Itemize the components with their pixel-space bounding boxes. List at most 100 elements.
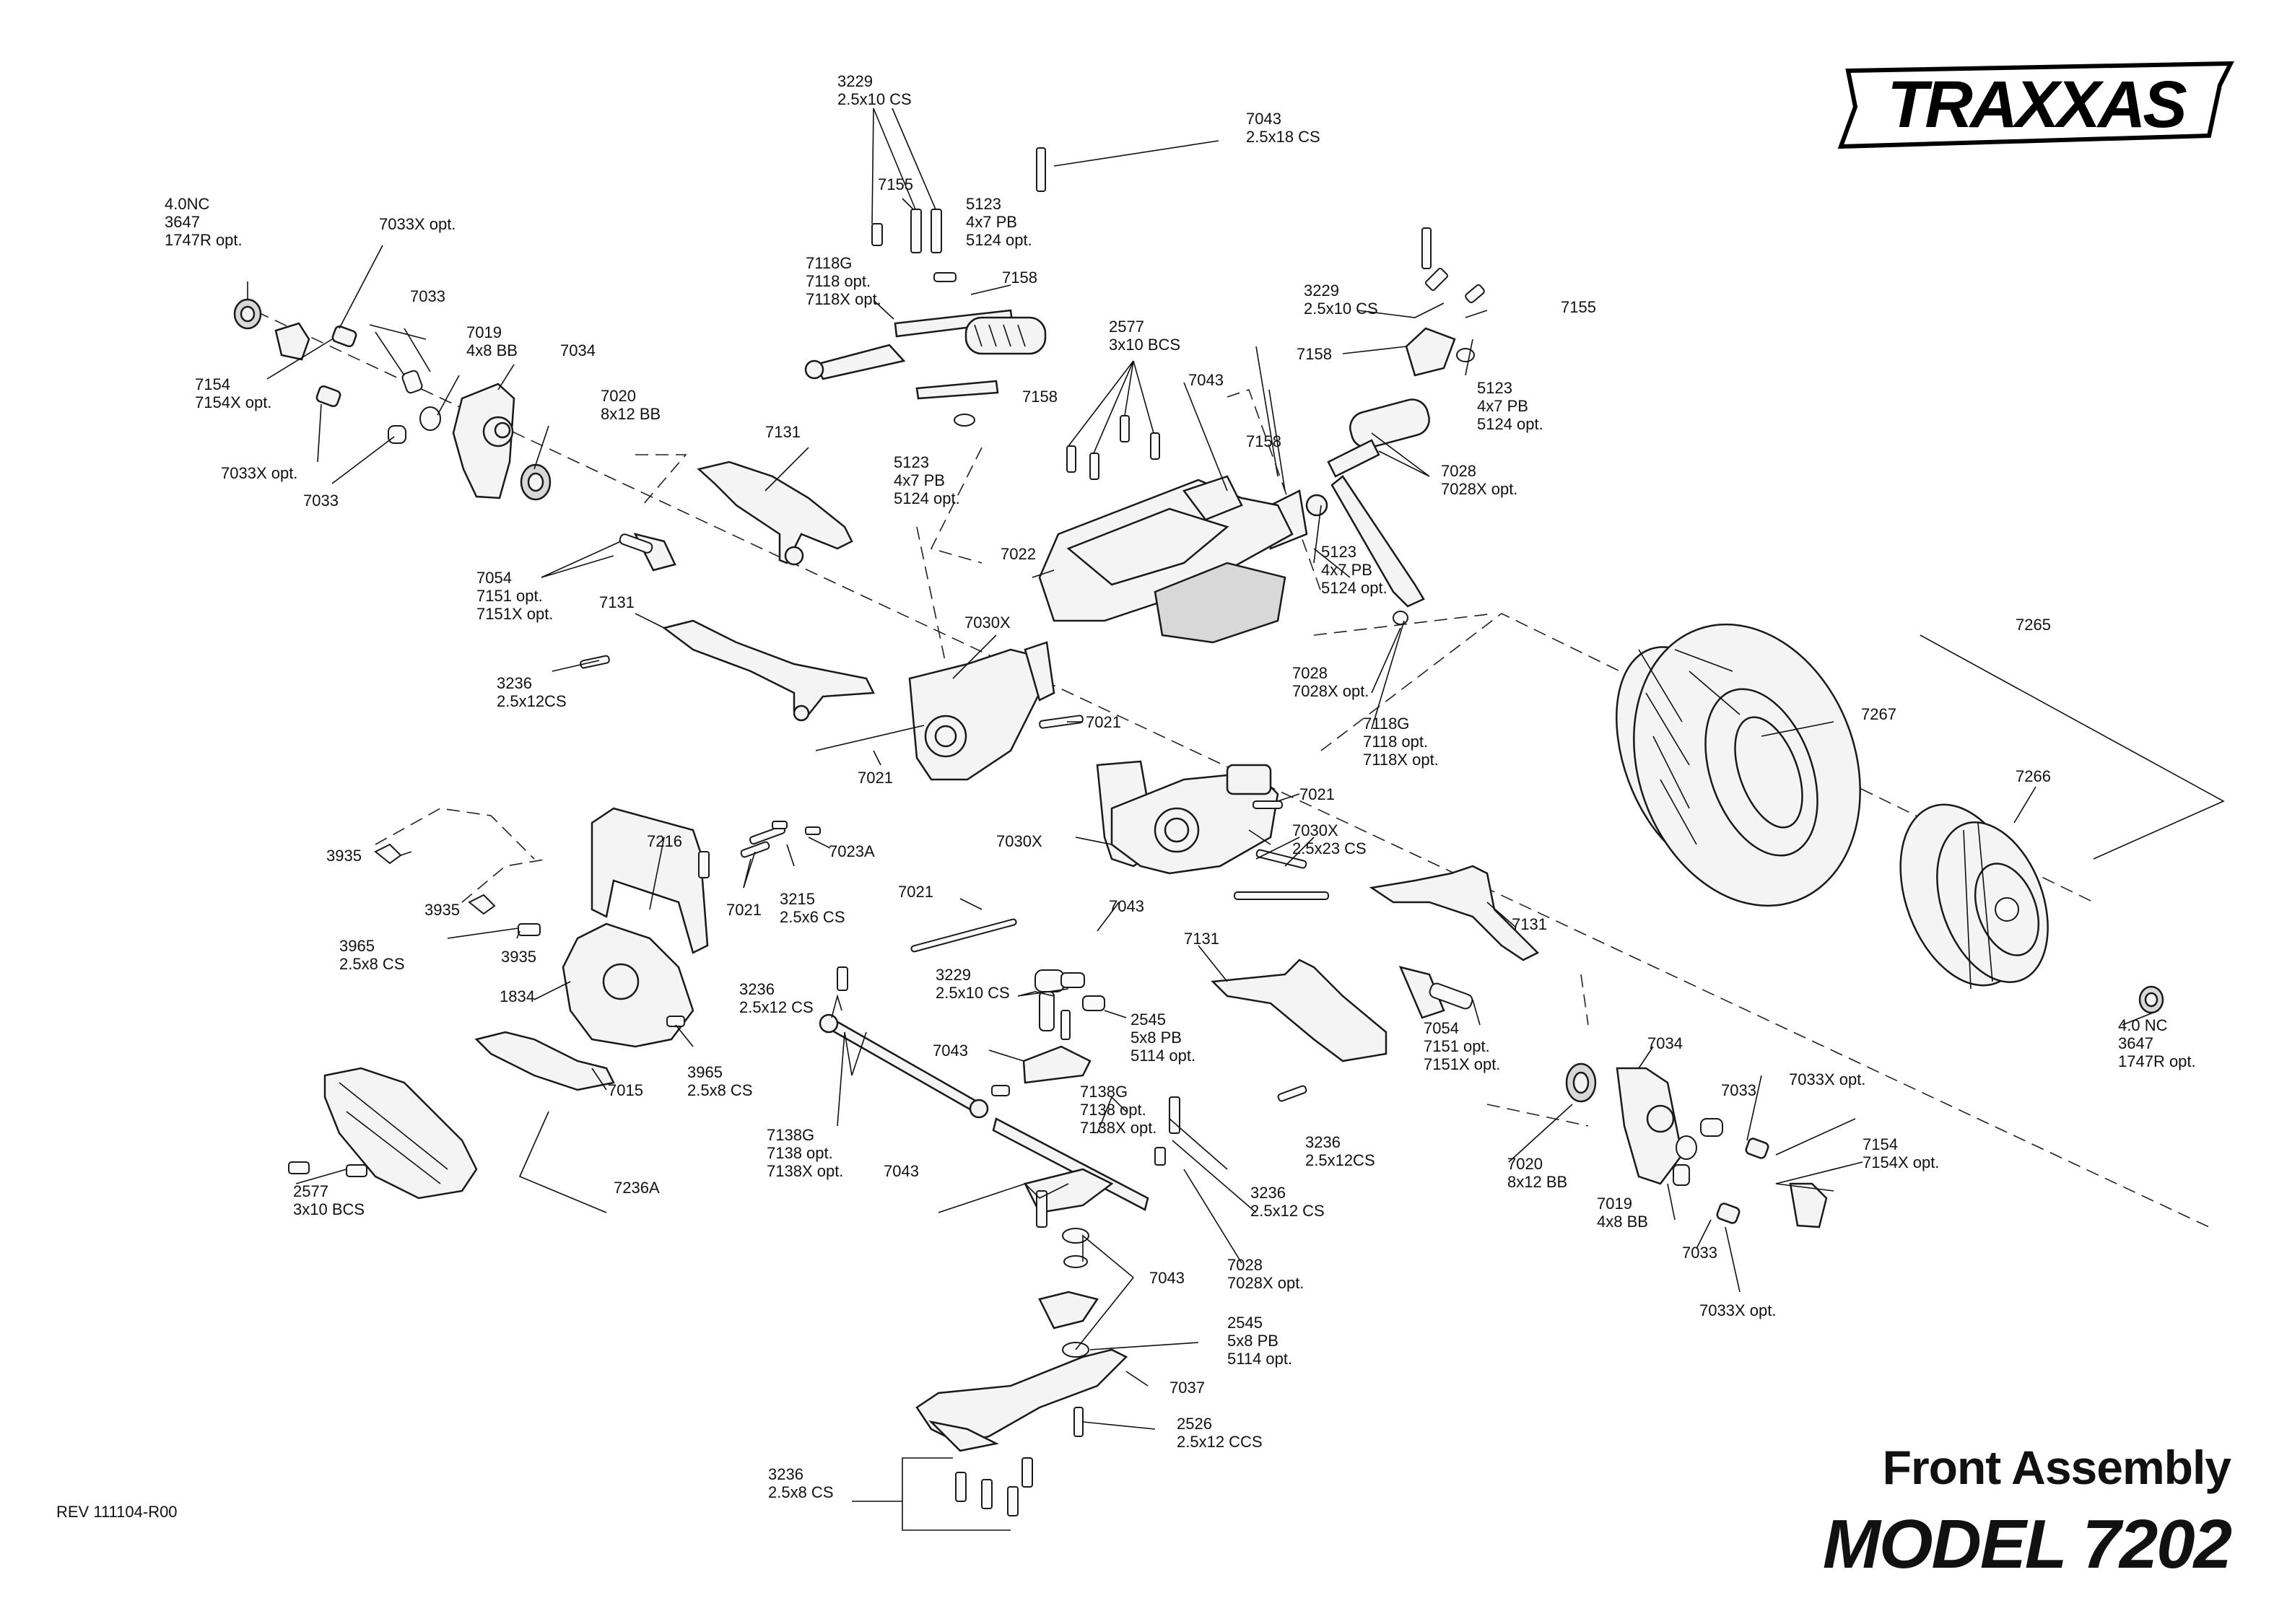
callout-line: 7033X opt.: [1789, 1070, 1865, 1088]
callout-line: 7021: [858, 769, 893, 787]
callout-line: 7033X opt.: [221, 464, 297, 482]
callout-line: 7216: [647, 832, 682, 850]
callout-line: 7037: [1169, 1379, 1205, 1397]
callout-line: 7033X opt.: [379, 215, 456, 233]
callout-line: 7030X: [964, 614, 1011, 632]
callout-7021-mid: 7021: [1299, 785, 1335, 803]
callout-7015: 7015: [608, 1081, 643, 1099]
page-title: Front Assembly: [1882, 1441, 2231, 1494]
callout-line: 5123: [1477, 379, 1512, 397]
callout-line: 5124 opt.: [966, 231, 1032, 249]
callout-line: 7021: [1299, 785, 1335, 803]
callout-7131-top: 7131: [765, 423, 801, 441]
traxxas-logo: TRAXXAS: [1837, 61, 2234, 149]
callout-line: 4x8 BB: [1597, 1213, 1648, 1231]
callout-line: 7020: [601, 387, 636, 405]
callout-line: 2545: [1131, 1010, 1166, 1029]
bumper-tower: [288, 807, 821, 1200]
callout-line: 7028X opt.: [1292, 682, 1369, 700]
callout-line: 7158: [1002, 269, 1037, 287]
callout-line: 7033: [303, 492, 339, 510]
callout-line: 2.5x18 CS: [1246, 128, 1320, 146]
callout-line: 7028: [1292, 664, 1328, 682]
callout-line: 7118X opt.: [1363, 751, 1439, 769]
callout-3935-mid: 3935: [424, 901, 460, 919]
callout-line: 2.5x8 CS: [768, 1483, 834, 1501]
callout-7158-right: 7158: [1297, 345, 1332, 363]
callout-line: 7043: [1188, 371, 1224, 389]
callout-7033x-right-bot: 7033X opt.: [1699, 1301, 1776, 1319]
callout-line: 2.5x12CS: [497, 692, 567, 710]
callout-line: 7155: [878, 175, 913, 193]
callout-line: 5123: [1321, 543, 1356, 561]
callout-line: 8x12 BB: [1507, 1173, 1567, 1191]
callout-line: 3965: [339, 937, 375, 955]
callout-line: 7034: [560, 341, 596, 359]
dashed-guides: [238, 302, 2210, 1228]
callout-7043-mid: 7043: [1188, 371, 1224, 389]
callout-7034-right: 7034: [1647, 1034, 1683, 1052]
callout-line: 7033: [410, 287, 445, 305]
callout-line: 7028X opt.: [1227, 1274, 1304, 1292]
callout-line: 7033X opt.: [1699, 1301, 1776, 1319]
callout-line: 7151 opt.: [1424, 1037, 1490, 1055]
callout-line: 3965: [687, 1063, 723, 1081]
callout-line: 7267: [1861, 705, 1896, 723]
callout-line: 7043: [1109, 897, 1144, 915]
callout-7216: 7216: [647, 832, 682, 850]
callout-line: 2.5x10 CS: [1304, 300, 1378, 318]
callout-line: 3229: [837, 72, 873, 90]
right-bulkhead: [910, 764, 1329, 953]
callout-line: 7118 opt.: [806, 272, 871, 290]
wheel-tire: [1616, 623, 2049, 990]
callout-line: 3229: [936, 966, 971, 984]
callout-line: 7043: [933, 1042, 968, 1060]
callout-line: 2.5x8 CS: [339, 955, 405, 973]
callout-line: 7151X opt.: [1424, 1055, 1500, 1073]
callout-line: 3935: [326, 847, 362, 865]
callout-line: 7043: [1149, 1269, 1185, 1287]
callout-line: 5124 opt.: [894, 489, 960, 507]
callout-line: 7054: [476, 569, 512, 587]
callout-line: 7118 opt.: [1363, 733, 1428, 751]
callout-line: 7154X opt.: [1863, 1153, 1939, 1171]
callout-line: 1747R opt.: [2118, 1052, 2196, 1070]
callout-line: 7138G: [767, 1126, 814, 1144]
callout-7043-low4: 7043: [1149, 1269, 1185, 1287]
left-arms: [580, 460, 875, 722]
callout-7266: 7266: [2016, 767, 2051, 785]
callout-line: 2.5x12 CS: [739, 998, 814, 1016]
callout-line: 7030X: [1292, 821, 1338, 839]
callout-7034-left: 7034: [560, 341, 596, 359]
chassis-center: [1038, 415, 1294, 644]
callout-line: 5x8 PB: [1227, 1332, 1278, 1350]
callout-line: 4x8 BB: [466, 341, 518, 359]
callout-line: 3647: [165, 213, 200, 231]
callout-line: 7021: [726, 901, 762, 919]
callout-7131-mid: 7131: [599, 593, 635, 611]
callout-line: 5114 opt.: [1227, 1350, 1292, 1368]
leader-lines: [247, 108, 2225, 1531]
callout-line: 2545: [1227, 1314, 1263, 1332]
